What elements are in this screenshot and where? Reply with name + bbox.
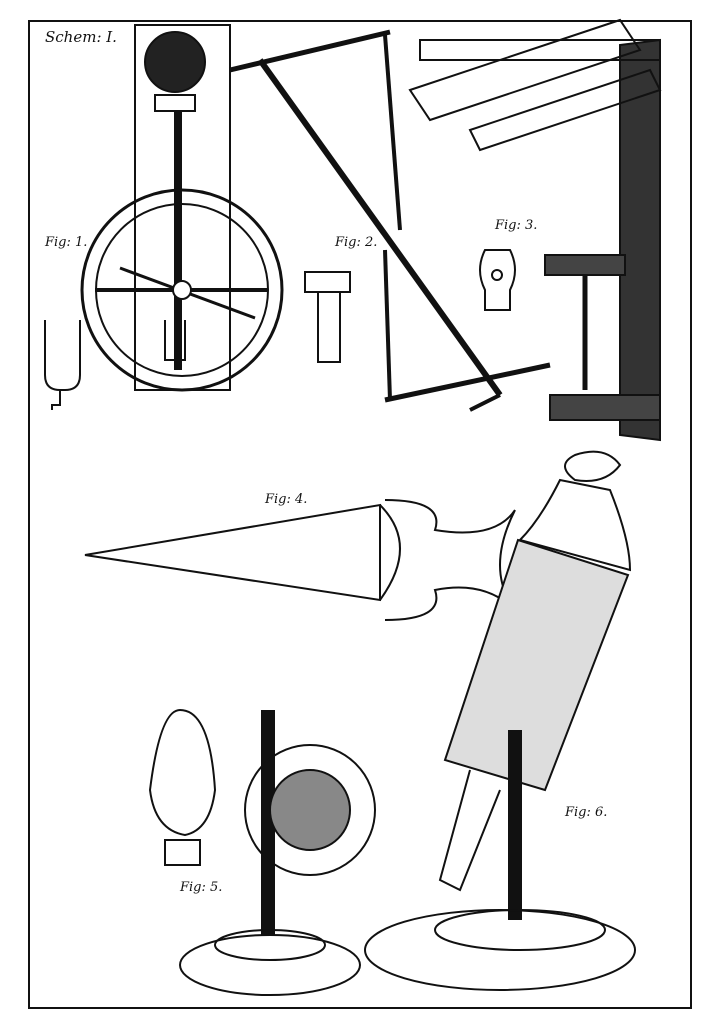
figure-label-4: Fig: 4. (265, 492, 308, 507)
figure-label-5: Fig: 5. (180, 880, 223, 895)
figure-label-1: Fig: 1. (45, 235, 88, 250)
fig1-siphon-tube (44, 320, 81, 410)
engraving-plate-border (28, 20, 692, 1009)
fig6-microscope (364, 450, 636, 991)
figure-label-3: Fig: 3. (495, 218, 538, 233)
figure-label-2: Fig: 2. (335, 235, 378, 250)
fig1-pulley-detail (304, 271, 351, 363)
fig6-stand-column (408, 18, 662, 442)
fig3-stage-detail (479, 249, 516, 311)
figure-label-6: Fig: 6. (565, 805, 608, 820)
fig5-lamp (148, 708, 376, 996)
plate-title: Schem: I. (45, 28, 117, 46)
fig2-frame-instrument (229, 29, 551, 412)
fig1-wheel-barometer (80, 24, 284, 392)
fig4-forceps (84, 499, 516, 621)
